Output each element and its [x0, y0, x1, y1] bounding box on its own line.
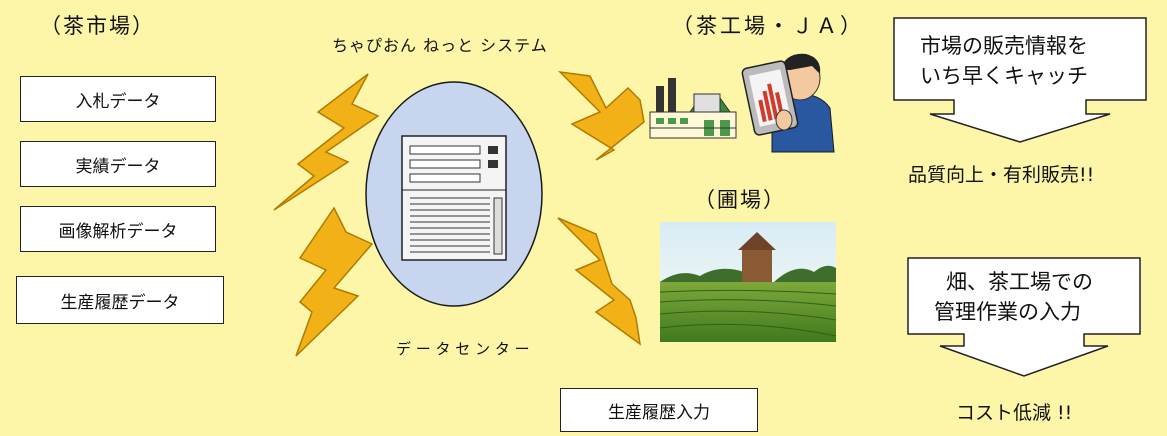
sales-info-arrow-box — [893, 17, 1147, 143]
results-data-box: 実績データ — [20, 141, 216, 187]
data-center-label: デ ー タ セ ン タ ー — [396, 340, 530, 358]
production-history-input-label: 生産履歴入力 — [608, 402, 710, 423]
factory-icon — [649, 78, 737, 139]
management-input-line1: 畑、茶工場での — [946, 270, 1093, 294]
bid-data-box: 入札データ — [20, 76, 216, 122]
production-history-input-box: 生産履歴入力 — [560, 388, 758, 432]
management-input-arrow-box — [907, 257, 1141, 377]
quality-improvement-result: 品質向上・有利販売!! — [908, 164, 1095, 186]
field-photo — [659, 222, 837, 342]
sales-info-line1: 市場の販売情報を — [920, 34, 1088, 58]
lightning-arrow-lower-left — [295, 206, 374, 357]
tablet-user-icon — [741, 53, 835, 153]
lightning-arrow-upper-left — [273, 73, 380, 211]
lightning-arrow-lower-right — [557, 217, 642, 346]
market-title: （茶市場） — [40, 14, 155, 38]
field-title: （圃場） — [694, 188, 786, 212]
lightning-arrow-upper-right — [557, 70, 645, 161]
production-history-data-label: 生産履歴データ — [60, 292, 180, 313]
results-data-label: 実績データ — [75, 156, 161, 177]
server-icon — [401, 135, 507, 261]
management-input-line2: 管理作業の入力 — [934, 300, 1081, 324]
sales-info-line2: いち早くキャッチ — [920, 64, 1088, 88]
production-history-data-box: 生産履歴データ — [16, 276, 224, 324]
system-title: ちゃぴおん ねっと システム — [332, 36, 548, 55]
cost-reduction-result: コスト低減 !! — [956, 402, 1073, 424]
factory-ja-title: （茶工場・ＪＡ） — [672, 14, 864, 38]
image-analysis-data-box: 画像解析データ — [20, 206, 216, 252]
bid-data-label: 入札データ — [75, 91, 161, 112]
image-analysis-data-label: 画像解析データ — [58, 221, 178, 242]
